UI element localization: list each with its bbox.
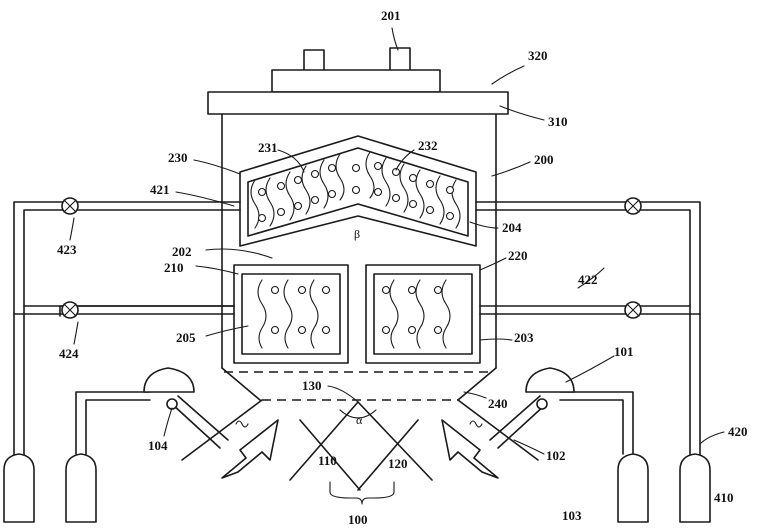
label-102: 102 — [546, 448, 566, 463]
cylinder-left-inner — [66, 454, 96, 522]
top-assembly — [208, 48, 508, 114]
inlet-arrow-right-icon — [442, 420, 498, 478]
cover-plate-320 — [272, 70, 440, 92]
label-203: 203 — [514, 330, 534, 345]
label-205: 205 — [176, 330, 196, 345]
label-230: 230 — [168, 150, 188, 165]
label-120: 120 — [388, 456, 408, 471]
label-310: 310 — [548, 114, 568, 129]
label-220: 220 — [508, 248, 528, 263]
lower-right-chamber — [366, 265, 480, 363]
cylinder-103 — [618, 454, 648, 522]
label-104: 104 — [148, 438, 168, 453]
dome-right-icon — [526, 368, 574, 392]
label-210: 210 — [164, 260, 184, 275]
label-410: 410 — [714, 490, 734, 505]
cylinder-left-outer — [4, 454, 34, 522]
label-421: 421 — [150, 182, 170, 197]
cylinder-410 — [680, 454, 710, 522]
flange-310 — [208, 92, 508, 114]
label-320: 320 — [528, 48, 548, 63]
label-231: 231 — [258, 140, 278, 155]
label-103: 103 — [562, 508, 582, 523]
symbol-beta: β — [354, 227, 360, 241]
right-source — [490, 368, 633, 454]
port-right — [390, 48, 410, 72]
label-202: 202 — [172, 244, 192, 259]
lower-left-chamber — [234, 265, 348, 363]
valve-right-lower-icon — [625, 302, 641, 318]
label-424: 424 — [59, 346, 79, 361]
label-201: 201 — [381, 8, 401, 23]
label-420: 420 — [728, 424, 748, 439]
label-200: 200 — [534, 152, 554, 167]
label-423: 423 — [57, 242, 77, 257]
inlet-arrow-left-icon — [222, 420, 278, 478]
valve-right-upper-icon — [625, 198, 641, 214]
label-101: 101 — [614, 344, 634, 359]
symbol-alpha: α — [356, 413, 363, 427]
valve-423-icon — [62, 198, 78, 214]
label-204: 204 — [502, 220, 522, 235]
label-422: 422 — [578, 272, 598, 287]
port-left — [304, 50, 324, 72]
label-110: 110 — [318, 453, 337, 468]
label-130: 130 — [302, 378, 322, 393]
valve-424-icon — [62, 302, 78, 318]
label-240: 240 — [488, 396, 508, 411]
label-100: 100 — [348, 512, 368, 527]
dome-left-icon — [144, 368, 194, 392]
label-232: 232 — [418, 138, 438, 153]
